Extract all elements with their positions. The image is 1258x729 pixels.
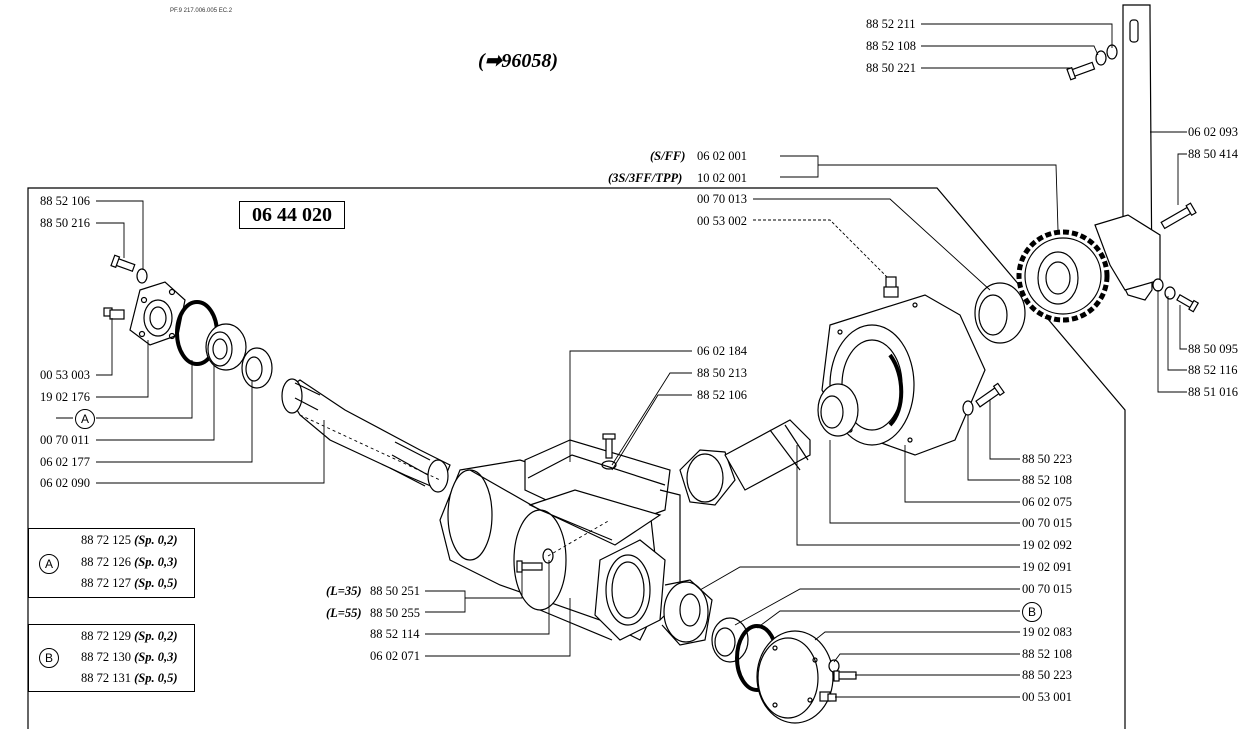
washer-left xyxy=(136,268,148,284)
label-88-50-255: 88 50 255 xyxy=(370,606,420,620)
label-88-50-251: 88 50 251 xyxy=(370,584,420,598)
shim-left xyxy=(241,347,273,389)
label-88-52-114: 88 52 114 xyxy=(370,627,420,641)
label-88-52-106-center: 88 52 106 xyxy=(697,388,747,402)
flange-cover-left xyxy=(129,281,186,346)
label-06-02-090: 06 02 090 xyxy=(40,476,90,490)
label-l35-tag: (L=35) xyxy=(326,584,362,598)
label-00-53-002: 00 53 002 xyxy=(697,214,747,228)
label-10-02-001: 10 02 001 xyxy=(697,171,747,185)
label-06-02-071: 06 02 071 xyxy=(370,649,420,663)
legend-a-row: 88 72 125 (Sp. 0,2) xyxy=(81,533,178,547)
label-00-70-013: 00 70 013 xyxy=(697,192,747,206)
label-88-52-106: 88 52 106 xyxy=(40,194,90,208)
bolt-top-right xyxy=(1066,61,1096,81)
legend-b-row: 88 72 131 (Sp. 0,5) xyxy=(81,671,178,685)
label-06-02-184: 06 02 184 xyxy=(697,344,747,358)
label-19-02-092: 19 02 092 xyxy=(1022,538,1072,552)
label-88-50-095: 88 50 095 xyxy=(1188,342,1238,356)
grease-nipple-00-53-002 xyxy=(883,276,899,298)
callout-b: B xyxy=(1022,602,1042,622)
bearing-00-70-013 xyxy=(974,282,1026,344)
grease-nipple-left xyxy=(103,307,125,320)
label-00-53-003: 00 53 003 xyxy=(40,368,90,382)
group-code-box: 06 44 020 xyxy=(239,201,345,229)
input-shaft xyxy=(281,378,451,493)
cover-19-02-083 xyxy=(756,630,834,724)
label-88-50-223-lower: 88 50 223 xyxy=(1022,668,1072,682)
bevel-gear-19-02-091 xyxy=(661,579,713,646)
group-frame xyxy=(27,187,1126,729)
legend-a-callout: A xyxy=(39,554,59,574)
label-88-52-108-lower: 88 52 108 xyxy=(1022,647,1072,661)
bracket-06-02-093 xyxy=(1094,4,1161,301)
legend-shims-b: B 88 72 129 (Sp. 0,2) 88 72 130 (Sp. 0,3… xyxy=(28,624,195,692)
bearing-00-70-015 xyxy=(817,383,859,437)
bolt-cover-lower xyxy=(828,659,857,682)
label-88-51-016: 88 51 016 xyxy=(1188,385,1238,399)
label-19-02-176: 19 02 176 xyxy=(40,390,90,404)
legend-b-callout: B xyxy=(39,648,59,668)
legend-b-row: 88 72 129 (Sp. 0,2) xyxy=(81,629,178,643)
label-19-02-091: 19 02 091 xyxy=(1022,560,1072,574)
label-88-52-108: 88 52 108 xyxy=(1022,473,1072,487)
label-88-50-221: 88 50 221 xyxy=(866,61,916,75)
label-00-70-015-lower: 00 70 015 xyxy=(1022,582,1072,596)
label-06-02-001: 06 02 001 xyxy=(697,149,747,163)
bearing-left xyxy=(205,323,247,371)
gearbox-housing xyxy=(439,439,681,641)
grease-nipple-lower xyxy=(819,691,837,702)
document-reference: PF.9 217.006.005 EC.2 xyxy=(170,8,233,14)
callout-a: A xyxy=(75,409,95,429)
sprocket xyxy=(1016,229,1110,323)
bolt-88-50-414 xyxy=(1160,202,1197,230)
legend-b-row: 88 72 130 (Sp. 0,3) xyxy=(81,650,178,664)
legend-a-row: 88 72 126 (Sp. 0,3) xyxy=(81,555,178,569)
label-06-02-177: 06 02 177 xyxy=(40,455,90,469)
label-00-53-001: 00 53 001 xyxy=(1022,690,1072,704)
legend-a-row: 88 72 127 (Sp. 0,5) xyxy=(81,576,178,590)
label-l55-tag: (L=55) xyxy=(326,606,362,620)
label-88-52-116: 88 52 116 xyxy=(1188,363,1238,377)
label-88-50-414: 88 50 414 xyxy=(1188,147,1238,161)
label-s-ff-tag: (S/FF) xyxy=(650,149,686,163)
label-88-52-108-top: 88 52 108 xyxy=(866,39,916,53)
bolt-88-50-223 xyxy=(975,382,1005,408)
bolt-top-center xyxy=(601,433,617,470)
label-00-70-015: 00 70 015 xyxy=(1022,516,1072,530)
label-3s-tpp-tag: (3S/3FF/TPP) xyxy=(608,171,683,185)
label-88-52-211: 88 52 211 xyxy=(866,17,916,31)
bolt-left xyxy=(110,254,136,273)
washer-88-52-108 xyxy=(962,400,974,416)
cross-reference-title: (➡96058) xyxy=(478,50,559,72)
label-88-50-213: 88 50 213 xyxy=(697,366,747,380)
label-06-02-075: 06 02 075 xyxy=(1022,495,1072,509)
label-88-50-223: 88 50 223 xyxy=(1022,452,1072,466)
legend-shims-a: A 88 72 125 (Sp. 0,2) 88 72 126 (Sp. 0,3… xyxy=(28,528,195,598)
label-88-50-216: 88 50 216 xyxy=(40,216,90,230)
label-06-02-093: 06 02 093 xyxy=(1188,125,1238,139)
label-19-02-083: 19 02 083 xyxy=(1022,625,1072,639)
bevel-pinion-19-02-092 xyxy=(679,419,811,506)
label-00-70-011: 00 70 011 xyxy=(40,433,90,447)
